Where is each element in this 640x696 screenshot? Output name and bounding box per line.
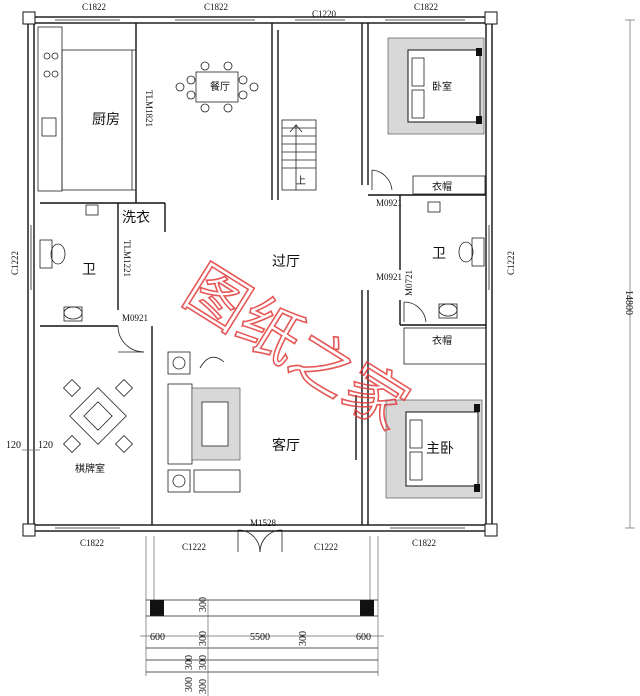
dim-porch-300-c: 300	[184, 655, 195, 670]
dim-porch-5500: 5500	[250, 632, 270, 643]
dim-porch-300-f: 300	[198, 679, 209, 694]
code-m0721: M0721	[404, 270, 414, 296]
bed-top	[387, 37, 485, 135]
living-room-furniture	[167, 351, 357, 493]
code-tlm1221: TLM1221	[122, 240, 132, 277]
dim-left-120-b: 120	[38, 440, 53, 451]
room-master-bedroom: 主卧	[426, 441, 454, 457]
code-m0921-left: M0921	[122, 313, 148, 323]
staircase	[281, 119, 317, 191]
dim-porch-300-e: 300	[184, 677, 195, 692]
code-m0921-mid: M0921	[376, 272, 402, 282]
chess-table	[62, 378, 134, 454]
room-bath-right: 卫	[432, 247, 446, 262]
dim-porch-300-b: 300	[198, 631, 209, 646]
room-living: 客厅	[272, 437, 300, 454]
code-bot-c1222-b: C1222	[314, 542, 338, 552]
dim-porch-300-d: 300	[198, 655, 209, 670]
doors	[117, 169, 427, 553]
code-top-c1822-b: C1822	[204, 2, 228, 12]
bath-right-fixtures	[427, 201, 485, 319]
wardrobes	[403, 175, 487, 365]
room-kitchen: 厨房	[92, 112, 120, 128]
room-bath-left: 卫	[82, 263, 96, 278]
code-right-c1222: C1222	[506, 251, 516, 275]
stair-up-label: 上	[296, 175, 306, 187]
code-bot-m1528: M1528	[250, 518, 277, 528]
code-top-c1822-a: C1822	[82, 2, 106, 12]
wardrobe-bottom-label: 衣帽	[432, 334, 452, 347]
code-left-c1222: C1222	[10, 251, 20, 275]
code-tlm1821: TLM1821	[144, 90, 154, 127]
code-bot-c1222-a: C1222	[182, 542, 206, 552]
room-laundry: 洗衣	[122, 210, 150, 226]
code-top-c1220: C1220	[312, 9, 337, 19]
room-hall: 过厅	[272, 254, 300, 270]
room-bedroom: 卧室	[432, 80, 452, 93]
bed-master	[385, 399, 483, 499]
dim-porch-300-a: 300	[198, 597, 209, 612]
code-bot-c1822-b: C1822	[412, 538, 436, 548]
dim-porch-600-right: 600	[356, 632, 371, 643]
porch-steps	[140, 536, 384, 696]
kitchen-counters	[37, 26, 137, 192]
bath-left-fixtures	[39, 204, 99, 322]
dim-left-120: 120	[6, 440, 21, 451]
dim-porch-600-left: 600	[150, 632, 165, 643]
dimension-right	[625, 19, 635, 529]
dim-porch-300-g: 300	[298, 631, 309, 646]
wardrobe-top-label: 衣帽	[432, 180, 452, 193]
room-dining: 餐厅	[210, 80, 230, 93]
room-chess: 棋牌室	[75, 462, 105, 475]
code-top-c1822-c: C1822	[414, 2, 438, 12]
code-bot-c1822-a: C1822	[80, 538, 104, 548]
code-m0921-mid-top: M0921	[376, 198, 402, 208]
dim-total-height: 14800	[623, 290, 634, 315]
dining-table	[175, 61, 259, 113]
exterior-walls	[22, 11, 498, 537]
